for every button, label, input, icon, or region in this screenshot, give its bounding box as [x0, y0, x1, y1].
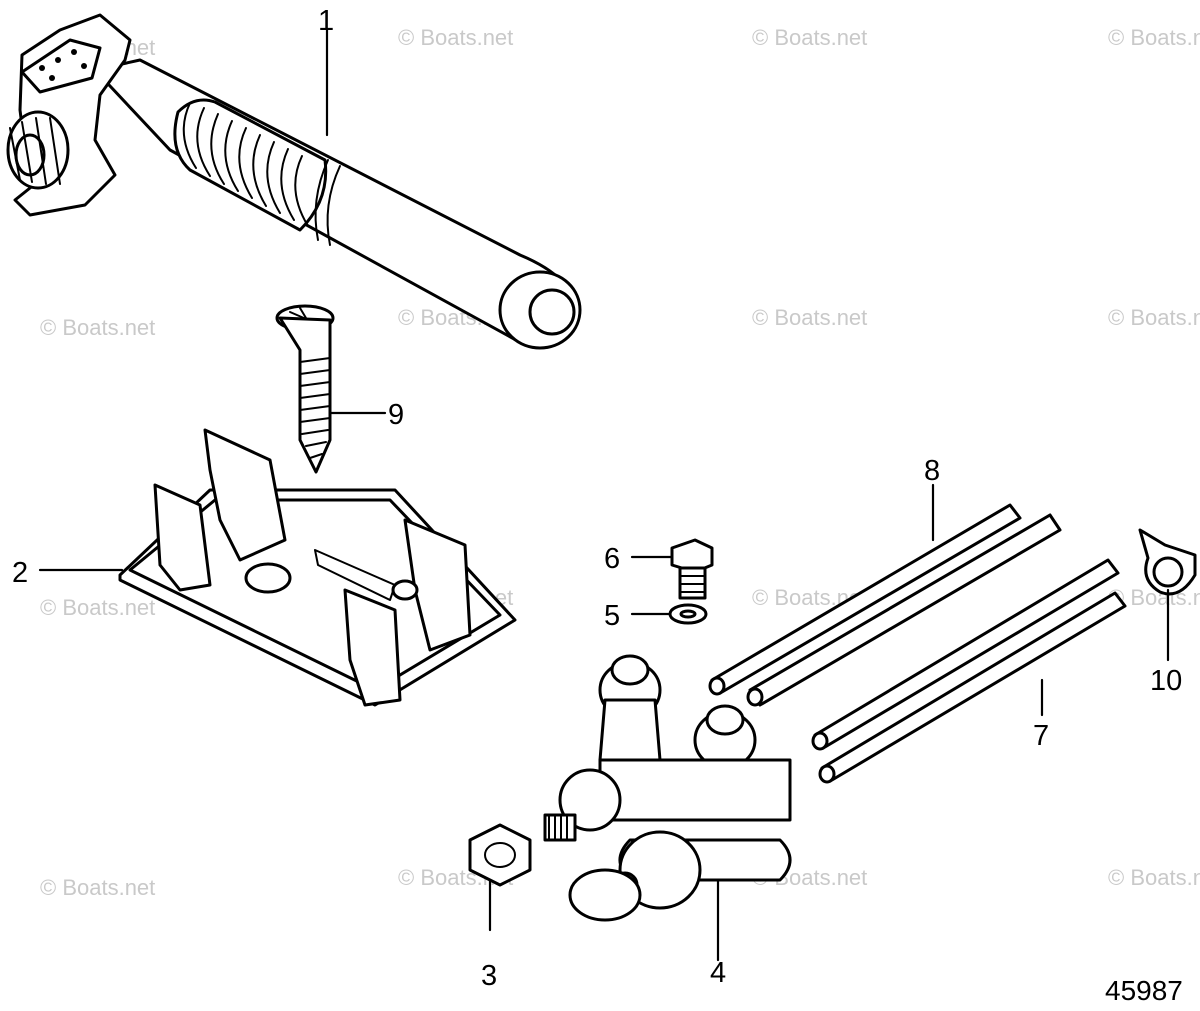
figure-number: 45987: [1105, 975, 1183, 1006]
watermark: © Boats.net: [1108, 25, 1200, 50]
watermark: © Boats.net: [1108, 305, 1200, 330]
watermark: © Boats.net: [752, 305, 867, 330]
callout-labels: 1 2 3 4 5 6 7 8 9 10: [12, 5, 1182, 992]
watermark: © Boats.net: [398, 25, 513, 50]
watermark: © Boats.net: [40, 595, 155, 620]
rivet-hole: [55, 57, 61, 63]
watermark-layer: © Boats.net © Boats.net © Boats.net © Bo…: [40, 25, 1200, 900]
rivet-hole: [71, 49, 77, 55]
watermark: © Boats.net: [40, 875, 155, 900]
callout-4: 4: [710, 957, 726, 989]
valve-assembly: [543, 654, 792, 922]
washer: [668, 603, 708, 625]
tube-pair-upper: [708, 503, 1062, 707]
rivet-hole: [81, 63, 87, 69]
callout-10: 10: [1150, 665, 1182, 697]
rivet-hole: [39, 65, 45, 71]
hose-clamp: [1138, 528, 1197, 596]
screw: [275, 304, 335, 474]
tiller-bracket: [118, 428, 517, 707]
callout-8: 8: [924, 455, 940, 487]
leader-lines: [38, 28, 1170, 962]
watermark: © Boats.net: [40, 315, 155, 340]
callout-6: 6: [604, 543, 620, 575]
tube-pair-lower: [811, 558, 1127, 784]
nut: [468, 823, 532, 887]
watermark: © Boats.net: [1108, 865, 1200, 890]
callout-9: 9: [388, 399, 404, 431]
bolt: [670, 538, 714, 600]
callout-5: 5: [604, 600, 620, 632]
rivet-hole: [49, 75, 55, 81]
watermark: © Boats.net: [752, 25, 867, 50]
callout-2: 2: [12, 557, 28, 589]
callout-3: 3: [481, 960, 497, 992]
tiller-handle: [6, 13, 582, 350]
bellows: [173, 98, 328, 232]
callout-1: 1: [318, 5, 334, 37]
callout-7: 7: [1033, 720, 1049, 752]
